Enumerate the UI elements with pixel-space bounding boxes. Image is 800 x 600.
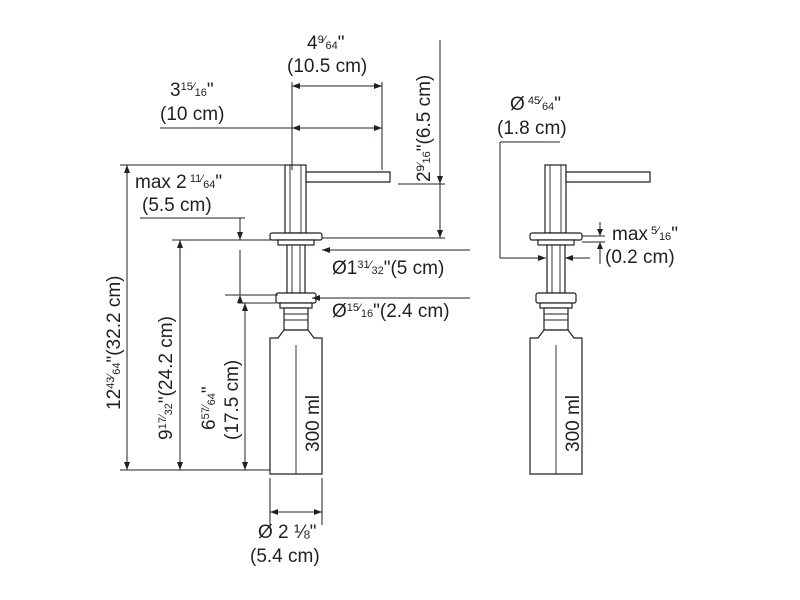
svg-text:(1.8 cm): (1.8 cm) <box>497 118 567 139</box>
svg-text:(10.5 cm): (10.5 cm) <box>287 56 367 77</box>
label-spout-center: 315⁄16" (10 cm) <box>160 80 224 125</box>
label-spout-height: 29⁄16"(6.5 cm) <box>414 75 435 182</box>
svg-text:Ø131⁄32"(5 cm): Ø131⁄32"(5 cm) <box>332 258 444 279</box>
right-dimension-lines <box>499 141 605 264</box>
svg-text:Ø 2 ⅛": Ø 2 ⅛" <box>258 522 317 543</box>
svg-text:Ø15⁄16"(2.4 cm): Ø15⁄16"(2.4 cm) <box>332 301 450 322</box>
bottle-capacity-left: 300 ml <box>303 395 324 452</box>
svg-text:1243⁄64"(32.2 cm): 1243⁄64"(32.2 cm) <box>104 276 125 410</box>
label-max-thickness-left: max 2 11⁄64" (5.5 cm) <box>135 172 222 216</box>
svg-text:(5.4 cm): (5.4 cm) <box>250 546 320 567</box>
bottle-capacity-right: 300 ml <box>563 395 584 452</box>
label-bottle-height: 657⁄64" (17.5 cm) <box>199 360 243 440</box>
left-dimension-lines <box>120 40 470 525</box>
label-hole-diameter: Ø15⁄16"(2.4 cm) <box>332 301 450 322</box>
label-total-height: 1243⁄64"(32.2 cm) <box>104 276 125 410</box>
left-dispenser-body <box>269 164 391 475</box>
right-dispenser-body <box>529 164 651 475</box>
svg-text:(17.5 cm): (17.5 cm) <box>222 360 243 440</box>
svg-text:657⁄64": 657⁄64" <box>199 386 220 430</box>
svg-text:Ø 45⁄64": Ø 45⁄64" <box>510 94 561 115</box>
label-max-thickness-right: max 5⁄16" (0.2 cm) <box>605 224 678 268</box>
svg-text:29⁄16"(6.5 cm): 29⁄16"(6.5 cm) <box>414 75 435 182</box>
label-spout-reach: 49⁄64" (10.5 cm) <box>287 33 367 77</box>
svg-text:max 2 11⁄64": max 2 11⁄64" <box>135 172 222 193</box>
label-below-counter: 917⁄32"(24.2 cm) <box>156 316 177 440</box>
svg-text:(0.2 cm): (0.2 cm) <box>605 247 675 268</box>
label-bottle-diameter: Ø 2 ⅛" (5.4 cm) <box>250 522 320 567</box>
svg-text:917⁄32"(24.2 cm): 917⁄32"(24.2 cm) <box>156 316 177 440</box>
svg-text:max 5⁄16": max 5⁄16" <box>612 224 678 245</box>
label-head-diameter: Ø 45⁄64" (1.8 cm) <box>497 94 567 139</box>
label-flange-diameter: Ø131⁄32"(5 cm) <box>332 258 444 279</box>
svg-text:(5.5 cm): (5.5 cm) <box>142 195 212 216</box>
svg-text:49⁄64": 49⁄64" <box>307 33 345 54</box>
svg-text:(10 cm): (10 cm) <box>160 104 224 125</box>
svg-text:315⁄16": 315⁄16" <box>170 80 214 101</box>
